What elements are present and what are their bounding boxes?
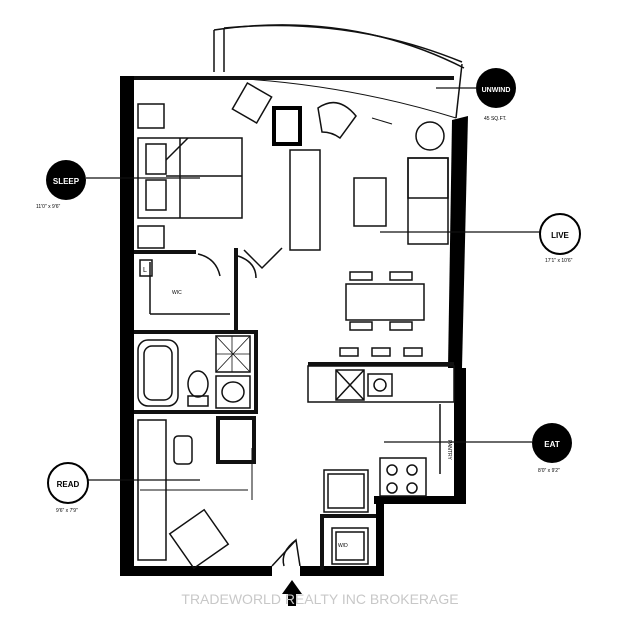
exterior-walls: [120, 76, 468, 576]
room-tag-read: READ 9'6" x 7'9": [47, 462, 89, 514]
bathtub: [137, 339, 179, 407]
nightstand: [137, 225, 165, 249]
interior-walls: [134, 76, 454, 570]
pantry-label: PANTRY: [446, 440, 452, 460]
desk-chair: [173, 435, 193, 465]
linen-label: L: [143, 267, 147, 274]
room-name: EAT: [544, 440, 560, 449]
toilet: [187, 370, 209, 398]
room-dims: 17'1" x 10'6": [545, 258, 573, 264]
furniture: [137, 81, 455, 570]
sofa: [407, 157, 449, 245]
coffee-table: [353, 177, 387, 227]
room-name: UNWIND: [482, 87, 511, 94]
room-dims: 8'0" x 9'2": [538, 468, 560, 474]
wd-label: W/D: [338, 543, 348, 549]
room-dims: 11'0" x 9'6": [36, 204, 60, 210]
wic-label: WIC: [172, 290, 182, 296]
dimension-lines: [140, 117, 393, 500]
watermark: TRADEWORLD REALTY INC BROKERAGE: [181, 591, 458, 607]
room-tag-eat: EAT 8'0" x 9'2": [532, 423, 572, 474]
chair: [231, 81, 273, 125]
room-tag-sleep: SLEEP 11'0" x 9'6": [36, 160, 86, 210]
balcony: [134, 24, 465, 119]
dining-table: [345, 283, 425, 321]
room-name: LIVE: [551, 231, 569, 240]
armchair: [317, 101, 357, 140]
stove: [379, 457, 427, 497]
room-tag-unwind: UNWIND 45 SQ.FT.: [476, 68, 516, 122]
entry-arrow-icon: [282, 580, 302, 606]
room-tag-live: LIVE 17'1" x 10'6": [539, 213, 581, 264]
room-area: 45 SQ.FT.: [484, 116, 507, 122]
fixture-labels: WIC L W/D PANTRY: [143, 267, 452, 549]
room-dims: 9'6" x 7'9": [56, 508, 78, 514]
side-table: [415, 121, 445, 151]
fridge: [323, 469, 369, 513]
washer-dryer: [331, 527, 369, 565]
reading-chair: [168, 508, 230, 570]
room-name: READ: [57, 480, 80, 489]
nightstand: [137, 103, 165, 129]
room-name: SLEEP: [53, 177, 80, 186]
leader-lines: [86, 87, 540, 481]
